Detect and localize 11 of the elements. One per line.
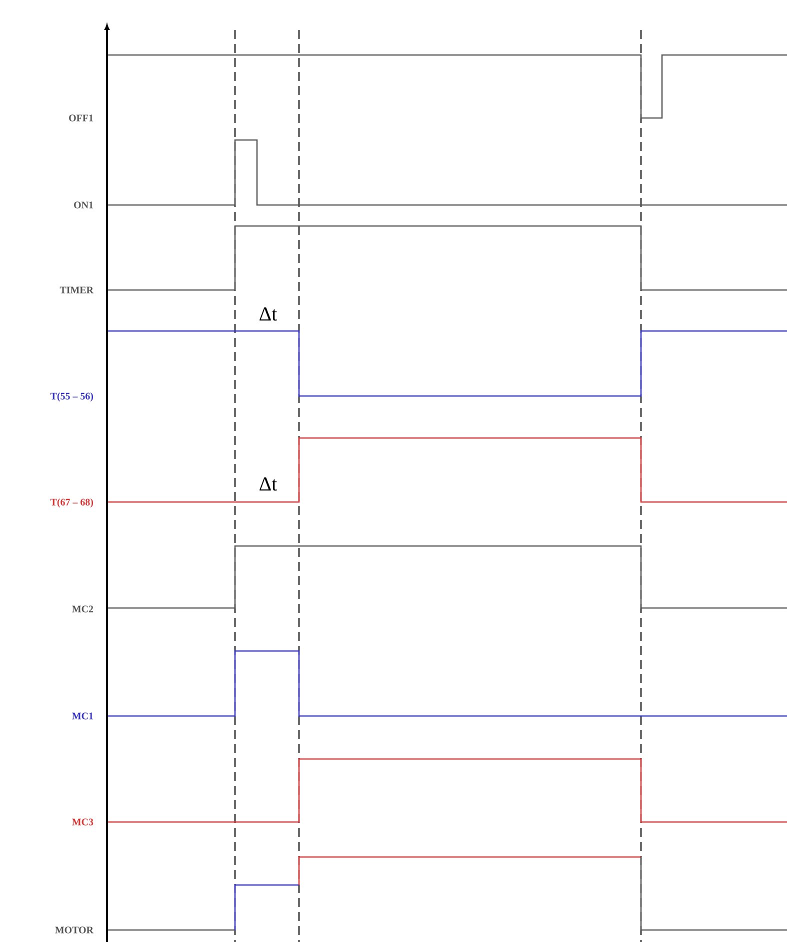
signal-label: OFF1 <box>69 114 93 122</box>
signal-label: TIMER <box>60 286 94 294</box>
delta-label: Δt <box>260 477 278 491</box>
signal-label: T(55 – 56) <box>50 392 94 402</box>
signal-label: MC1 <box>72 712 93 720</box>
signal-label: MOTOR <box>55 926 94 934</box>
signal-label: T(67 – 68) <box>50 498 94 508</box>
delta-label: Δt <box>260 307 278 321</box>
signal-label: MC2 <box>72 606 94 612</box>
signal-label: MC3 <box>72 818 94 826</box>
signal-label: ON1 <box>74 202 93 208</box>
